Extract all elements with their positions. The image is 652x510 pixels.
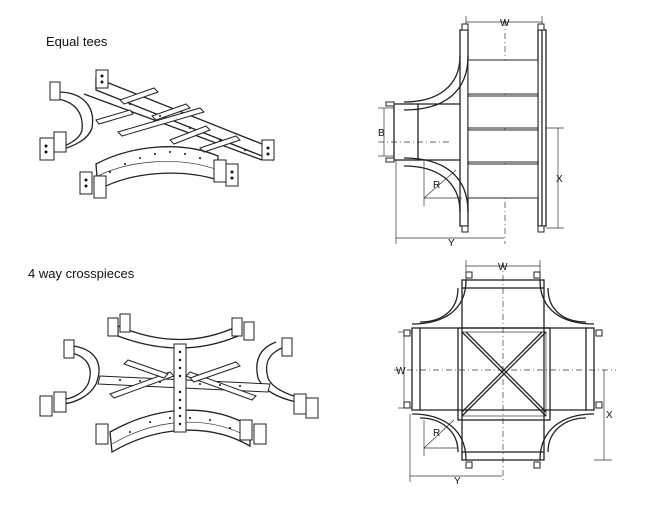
crosspiece-isometric-drawing (39, 313, 319, 454)
tee-width-label: W (500, 18, 510, 29)
cross-x-label: X (606, 410, 613, 421)
equal-tee-isometric-drawing (39, 69, 275, 199)
cross-width-top-label: W (498, 262, 508, 273)
crosspieces-caption: 4 way crosspieces (28, 266, 135, 281)
tee-radius-label: R (433, 180, 440, 191)
equal-tee-plan-drawing: W B R X Y (378, 16, 564, 249)
cross-radius-label: R (433, 428, 440, 439)
tee-x-label: X (556, 174, 563, 185)
cross-y-label: Y (454, 476, 461, 487)
cross-width-side-label: W (396, 366, 406, 377)
tee-branch-label: B (378, 128, 385, 139)
tee-y-label: Y (448, 238, 455, 249)
equal-tees-caption: Equal tees (46, 34, 108, 49)
crosspiece-plan-drawing: W W R X Y (394, 260, 616, 487)
